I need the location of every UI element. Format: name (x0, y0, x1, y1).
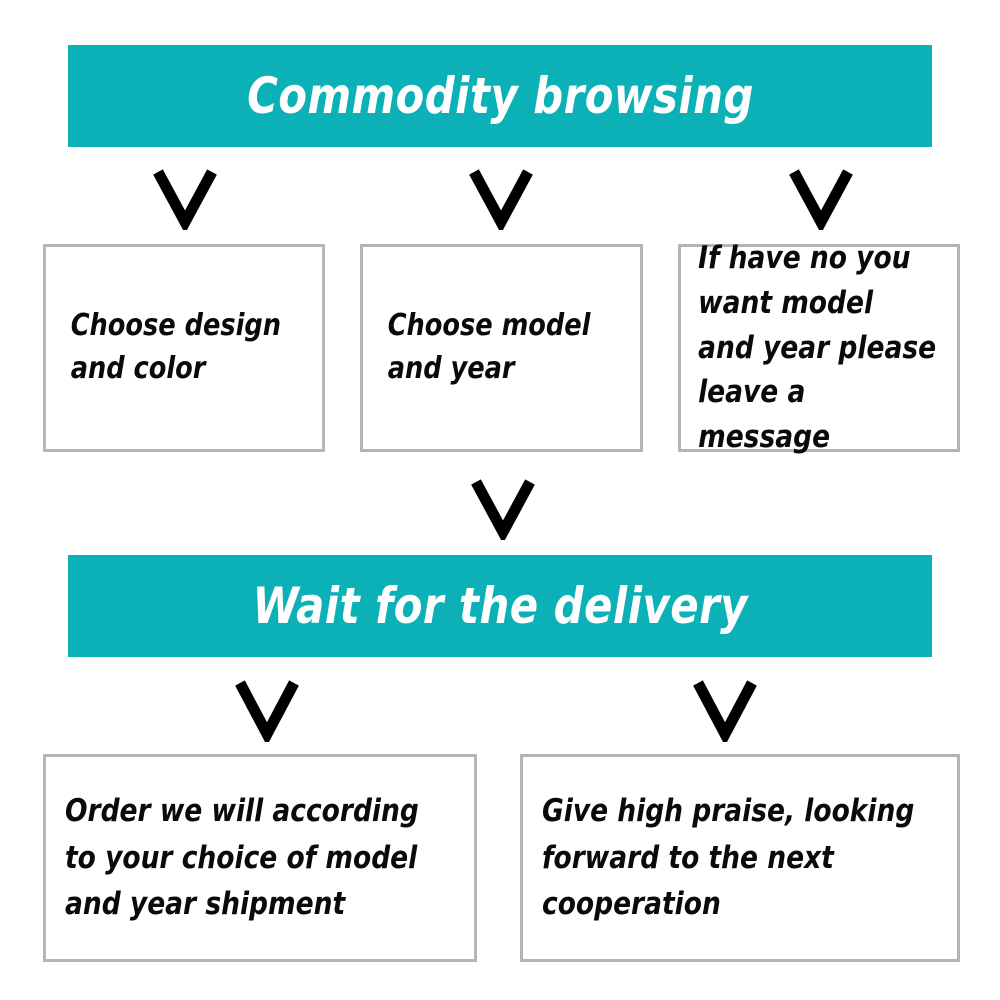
connector-5-chevron-down-icon (234, 678, 300, 742)
banner-commodity-browsing: Commodity browsing (68, 45, 932, 147)
step-choose-model-and-year-label: Choose model and year (387, 308, 591, 386)
step-choose-design-and-color-label: Choose design and color (70, 308, 282, 386)
banner-commodity-browsing-label: Commodity browsing (246, 66, 754, 125)
step-choose-model-and-year: Choose model and year (360, 244, 643, 452)
connector-2-chevron-down-icon (468, 168, 534, 230)
step-leave-a-message: If have no you want model and year pleas… (678, 240, 960, 455)
connector-4-chevron-down-icon (470, 478, 536, 540)
step-give-high-praise: Give high praise, looking forward to the… (520, 754, 960, 962)
connector-3-chevron-down-icon (788, 168, 854, 230)
step-order-shipment: Order we will according to your choice o… (43, 754, 477, 962)
step-order-shipment-label: Order we will according to your choice o… (65, 793, 419, 923)
connector-6-chevron-down-icon (692, 678, 758, 742)
connector-1-chevron-down-icon (152, 168, 218, 230)
banner-wait-for-the-delivery: Wait for the delivery (68, 555, 932, 657)
step-give-high-praise-label: Give high praise, looking forward to the… (542, 793, 915, 923)
step-leave-a-message-label: If have no you want model and year pleas… (698, 240, 937, 455)
step-choose-design-and-color: Choose design and color (43, 244, 325, 452)
banner-wait-for-the-delivery-label: Wait for the delivery (252, 576, 748, 635)
